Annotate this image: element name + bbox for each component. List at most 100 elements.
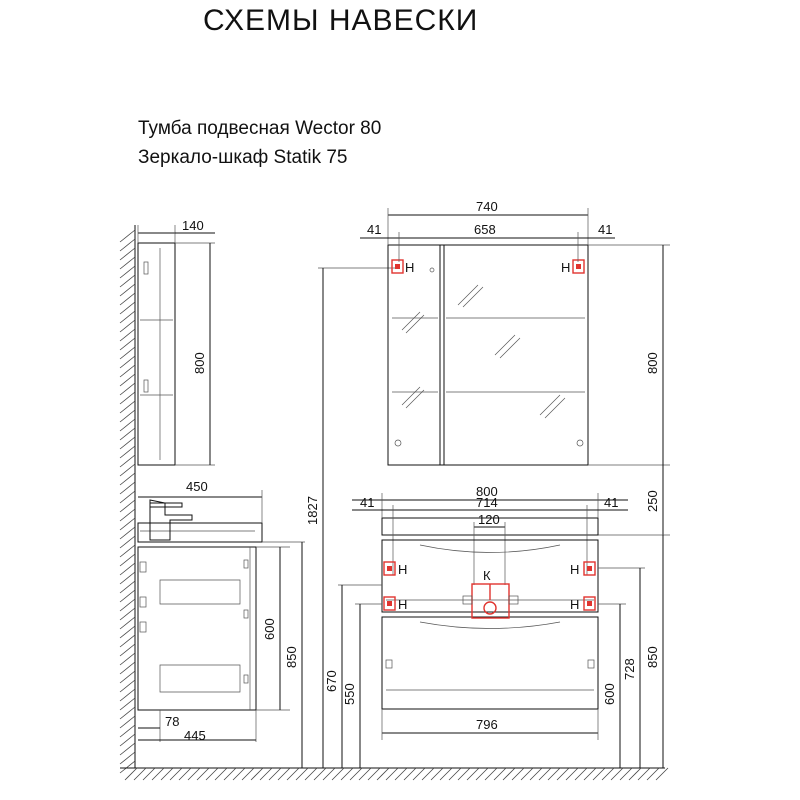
floor-hatch-line <box>655 767 669 781</box>
wall-hatch-line <box>119 670 136 684</box>
floor-hatch-line <box>178 767 192 781</box>
floor-hatch-line <box>295 767 309 781</box>
floor-hatch-line <box>376 767 390 781</box>
floor-hatch-line <box>547 767 561 781</box>
floor-hatch-line <box>502 767 516 781</box>
wall-hatch-line <box>119 355 136 369</box>
floor-hatch-line <box>484 767 498 781</box>
wall-hatch-line <box>119 562 136 576</box>
dim-mirror-left-offset: 41 <box>367 222 381 237</box>
wall-hatch-line <box>119 607 136 621</box>
wall-hatch-line <box>119 580 136 594</box>
floor-hatch-line <box>277 767 291 781</box>
wall-hatch-line <box>119 733 136 747</box>
wall-hatch-line <box>119 589 136 603</box>
floor-hatch-line <box>304 767 318 781</box>
wall-hatch-line <box>119 301 136 315</box>
wall-hatch-line <box>119 400 136 414</box>
wall-hatch-line <box>119 742 136 756</box>
floor-hatch-line <box>232 767 246 781</box>
dim-total-height: 1827 <box>305 496 320 525</box>
vanity-side-view <box>137 490 305 768</box>
floor-hatch-line <box>385 767 399 781</box>
floor-hatch-line <box>151 767 165 781</box>
wall-hatch-line <box>119 274 136 288</box>
dim-mirror-width: 740 <box>476 199 498 214</box>
wall-hatch-line <box>119 760 136 774</box>
wall-hatch-line <box>119 697 136 711</box>
mirror-side-view <box>137 225 215 466</box>
subtitle-mirror: Зеркало-шкаф Statik 75 <box>138 147 348 168</box>
page-title: СХЕМЫ НАВЕСКИ <box>203 4 479 37</box>
floor-hatch-line <box>439 767 453 781</box>
wall-hatch-line <box>119 445 136 459</box>
floor-hatch-line <box>160 767 174 781</box>
wall-hatch-line <box>119 652 136 666</box>
wall-hatch-line <box>119 454 136 468</box>
wall-hatch-line <box>119 229 136 243</box>
floor-hatch-line <box>241 767 255 781</box>
floor-hatch-line <box>349 767 363 781</box>
floor-hatch-line <box>286 767 300 781</box>
dim-vanity-left-offset: 41 <box>360 495 374 510</box>
floor-hatch-line <box>313 767 327 781</box>
dim-gap: 250 <box>645 490 660 512</box>
floor-hatch-line <box>529 767 543 781</box>
mirror-front-view <box>360 208 670 466</box>
wall-hatch-line <box>119 238 136 252</box>
floor-hatch-line <box>583 767 597 781</box>
wall-hatch-line <box>119 283 136 297</box>
floor-hatch-line <box>556 767 570 781</box>
floor-hatch-line <box>322 767 336 781</box>
wall-hatch-line <box>119 661 136 675</box>
dim-vanity-right-offset: 41 <box>604 495 618 510</box>
hook-label-vanity-lr: Н <box>570 597 579 612</box>
dim-vanity-width: 800 <box>476 484 498 499</box>
hook-label-mirror-left: Н <box>405 260 414 275</box>
dim-height-550: 550 <box>342 683 357 705</box>
wall-hatch-line <box>119 247 136 261</box>
wall-hatch-line <box>119 706 136 720</box>
floor-hatch-line <box>511 767 525 781</box>
wall-hatch-line <box>119 328 136 342</box>
floor-hatch-line <box>637 767 651 781</box>
wall-hatch-line <box>119 373 136 387</box>
floor-hatch-line <box>223 767 237 781</box>
floor-hatch-line <box>340 767 354 781</box>
floor-hatch-line <box>466 767 480 781</box>
wall-hatch-line <box>119 625 136 639</box>
wall-hatch-line <box>119 643 136 657</box>
floor-hatch-line <box>250 767 264 781</box>
floor-hatch-line <box>628 767 642 781</box>
wall-hatch-line <box>119 517 136 531</box>
floor-hatch-line <box>610 767 624 781</box>
floor-hatch-line <box>574 767 588 781</box>
dim-height-850: 850 <box>645 646 660 668</box>
wall-hatch-line <box>119 679 136 693</box>
floor-hatch-line <box>196 767 210 781</box>
wall-hatch-line <box>119 265 136 279</box>
vanity-front-view <box>338 493 664 768</box>
floor-hatch-line <box>430 767 444 781</box>
wall-hatch-line <box>119 427 136 441</box>
dim-vanity-side-height: 600 <box>262 618 277 640</box>
wall-hatch-line <box>119 553 136 567</box>
floor-hatch-line <box>403 767 417 781</box>
floor-hatch-line <box>493 767 507 781</box>
dim-vanity-center: 120 <box>478 512 500 527</box>
wall-hatch-line <box>119 499 136 513</box>
dim-height-728: 728 <box>622 658 637 680</box>
floor-hatch-line <box>448 767 462 781</box>
floor-hatch-line <box>538 767 552 781</box>
wall-hatch-line <box>119 472 136 486</box>
hook-label-vanity-ll: Н <box>398 597 407 612</box>
wall-hatch-line <box>119 436 136 450</box>
hook-label-vanity-ur: Н <box>570 562 579 577</box>
wall-hatch-line <box>119 490 136 504</box>
wall-hatch-line <box>119 688 136 702</box>
hook-label-mirror-right: Н <box>561 260 570 275</box>
wall-hatch-line <box>119 751 136 765</box>
subtitle-vanity: Тумба подвесная Wector 80 <box>138 118 382 139</box>
wall-hatch-line <box>119 409 136 423</box>
